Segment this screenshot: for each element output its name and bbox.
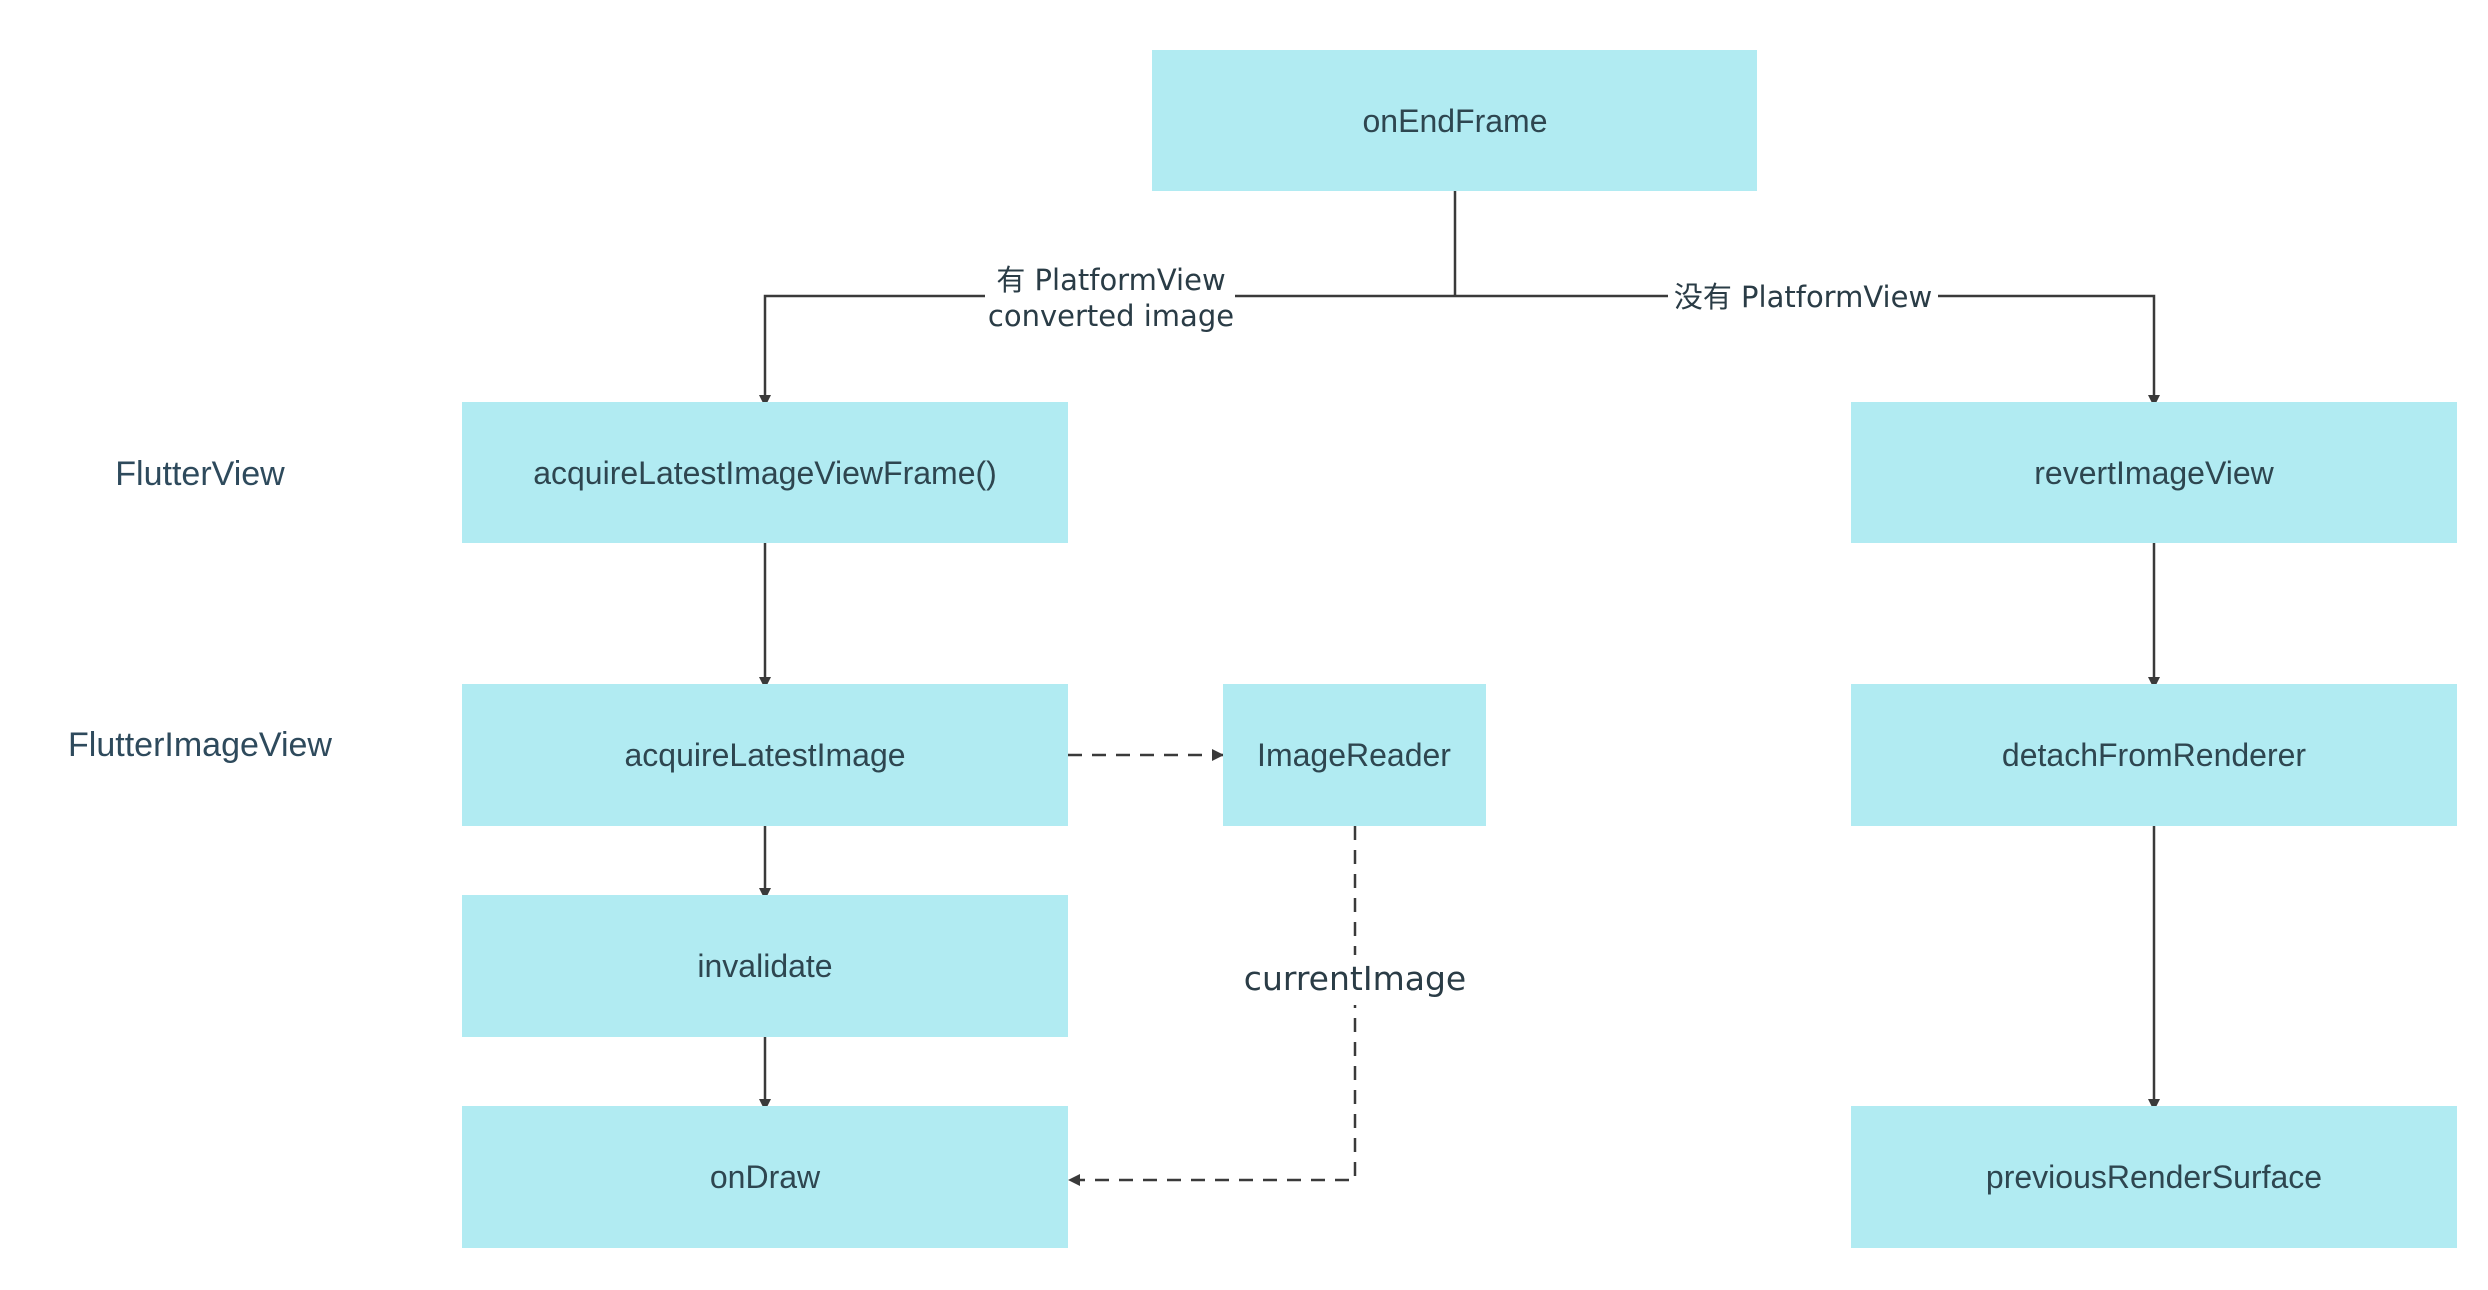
converted-image-label: converted image [988, 299, 1234, 333]
has-platformview-label-bg [985, 258, 1235, 340]
node-imagereader: ImageReader [1223, 684, 1486, 826]
has-platformview-label: 有 PlatformView [996, 263, 1225, 297]
current-image-label: currentImage [1244, 959, 1466, 998]
no-platformview-label: 没有 PlatformView [1674, 280, 1932, 314]
node-invalidate-label: invalidate [697, 948, 832, 984]
node-detachfromrenderer: detachFromRenderer [1851, 684, 2457, 826]
node-previousrendersurface-label: previousRenderSurface [1986, 1159, 2322, 1195]
node-acquirelatestimageviewframe-label: acquireLatestImageViewFrame() [533, 455, 997, 491]
node-acquirelatestimageviewframe: acquireLatestImageViewFrame() [462, 402, 1068, 543]
node-ondraw-label: onDraw [710, 1159, 821, 1195]
node-acquirelatestimage: acquireLatestImage [462, 684, 1068, 826]
node-invalidate: invalidate [462, 895, 1068, 1037]
node-acquirelatestimage-label: acquireLatestImage [624, 737, 905, 773]
edge-labels: 有 PlatformView converted image 没有 Platfo… [985, 258, 1938, 1005]
node-previousrendersurface: previousRenderSurface [1851, 1106, 2457, 1248]
node-revertimageview: revertImageView [1851, 402, 2457, 543]
node-revertimageview-label: revertImageView [2034, 455, 2274, 491]
no-platformview-label-bg [1668, 278, 1938, 318]
lane-label-flutterimageview: FlutterImageView [68, 726, 332, 764]
node-onendframe: onEndFrame [1152, 50, 1757, 191]
node-ondraw: onDraw [462, 1106, 1068, 1248]
current-image-label-bg [1240, 955, 1470, 1005]
node-onendframe-label: onEndFrame [1363, 103, 1548, 139]
node-detachfromrenderer-label: detachFromRenderer [2002, 737, 2306, 773]
node-imagereader-label: ImageReader [1257, 737, 1451, 773]
lane-label-flutterview: FlutterView [115, 455, 285, 493]
